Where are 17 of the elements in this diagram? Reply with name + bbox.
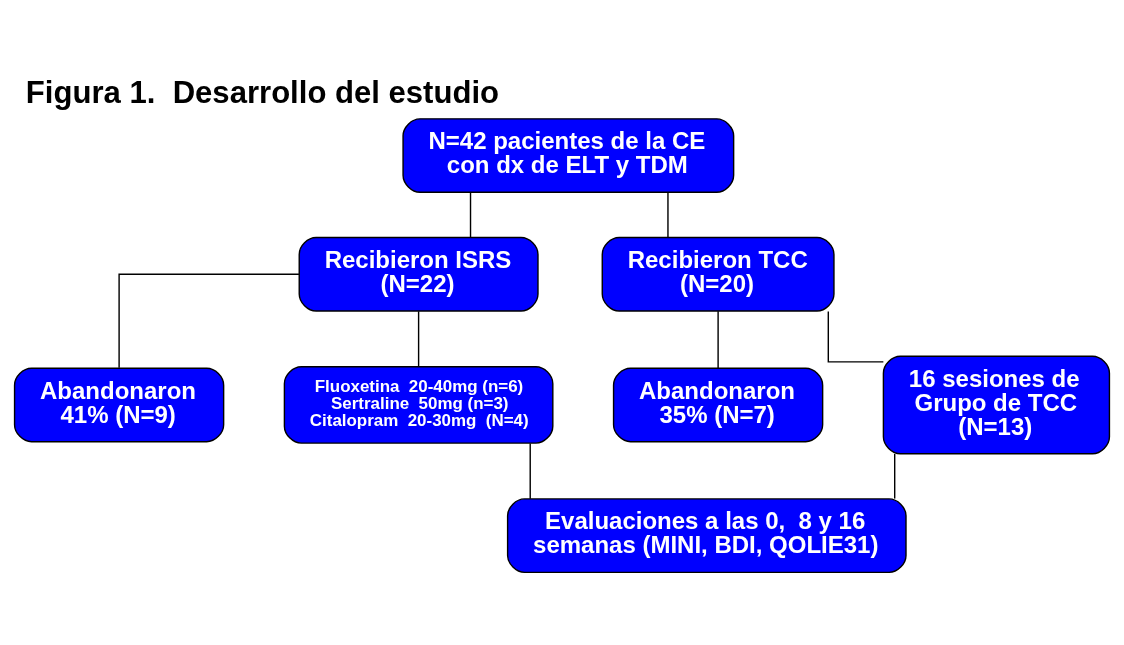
- node-box: Evaluaciones a las 0, 8 y 16 semanas (MINI, BDI, QOLIE31): [506, 497, 907, 573]
- node-box: Recibieron ISRS (N=22): [298, 236, 539, 312]
- connector: [469, 191, 472, 238]
- node-box: Recibieron TCC (N=20): [601, 236, 835, 312]
- node-box: Abandonaron 41% (N=9): [13, 367, 225, 442]
- connector: [894, 452, 896, 499]
- connector: [417, 310, 420, 367]
- connector: [827, 310, 885, 363]
- node-box: 16 sesiones de Grupo de TCC (N=13): [882, 355, 1111, 454]
- connector: [667, 191, 669, 238]
- connector: [118, 273, 300, 369]
- diagram-title: Figura 1. Desarrollo del estudio: [25, 74, 500, 110]
- node-box: Abandonaron 35% (N=7): [612, 367, 824, 442]
- node-box: N=42 pacientes de la CE con dx de ELT y TDM: [402, 117, 735, 193]
- connector: [717, 310, 719, 369]
- connector: [529, 442, 531, 499]
- node-box: Fluoxetina 20-40mg (n=6) Sertraline 50mg (n=3) Citalopram 20-30mg (N=4): [283, 365, 554, 444]
